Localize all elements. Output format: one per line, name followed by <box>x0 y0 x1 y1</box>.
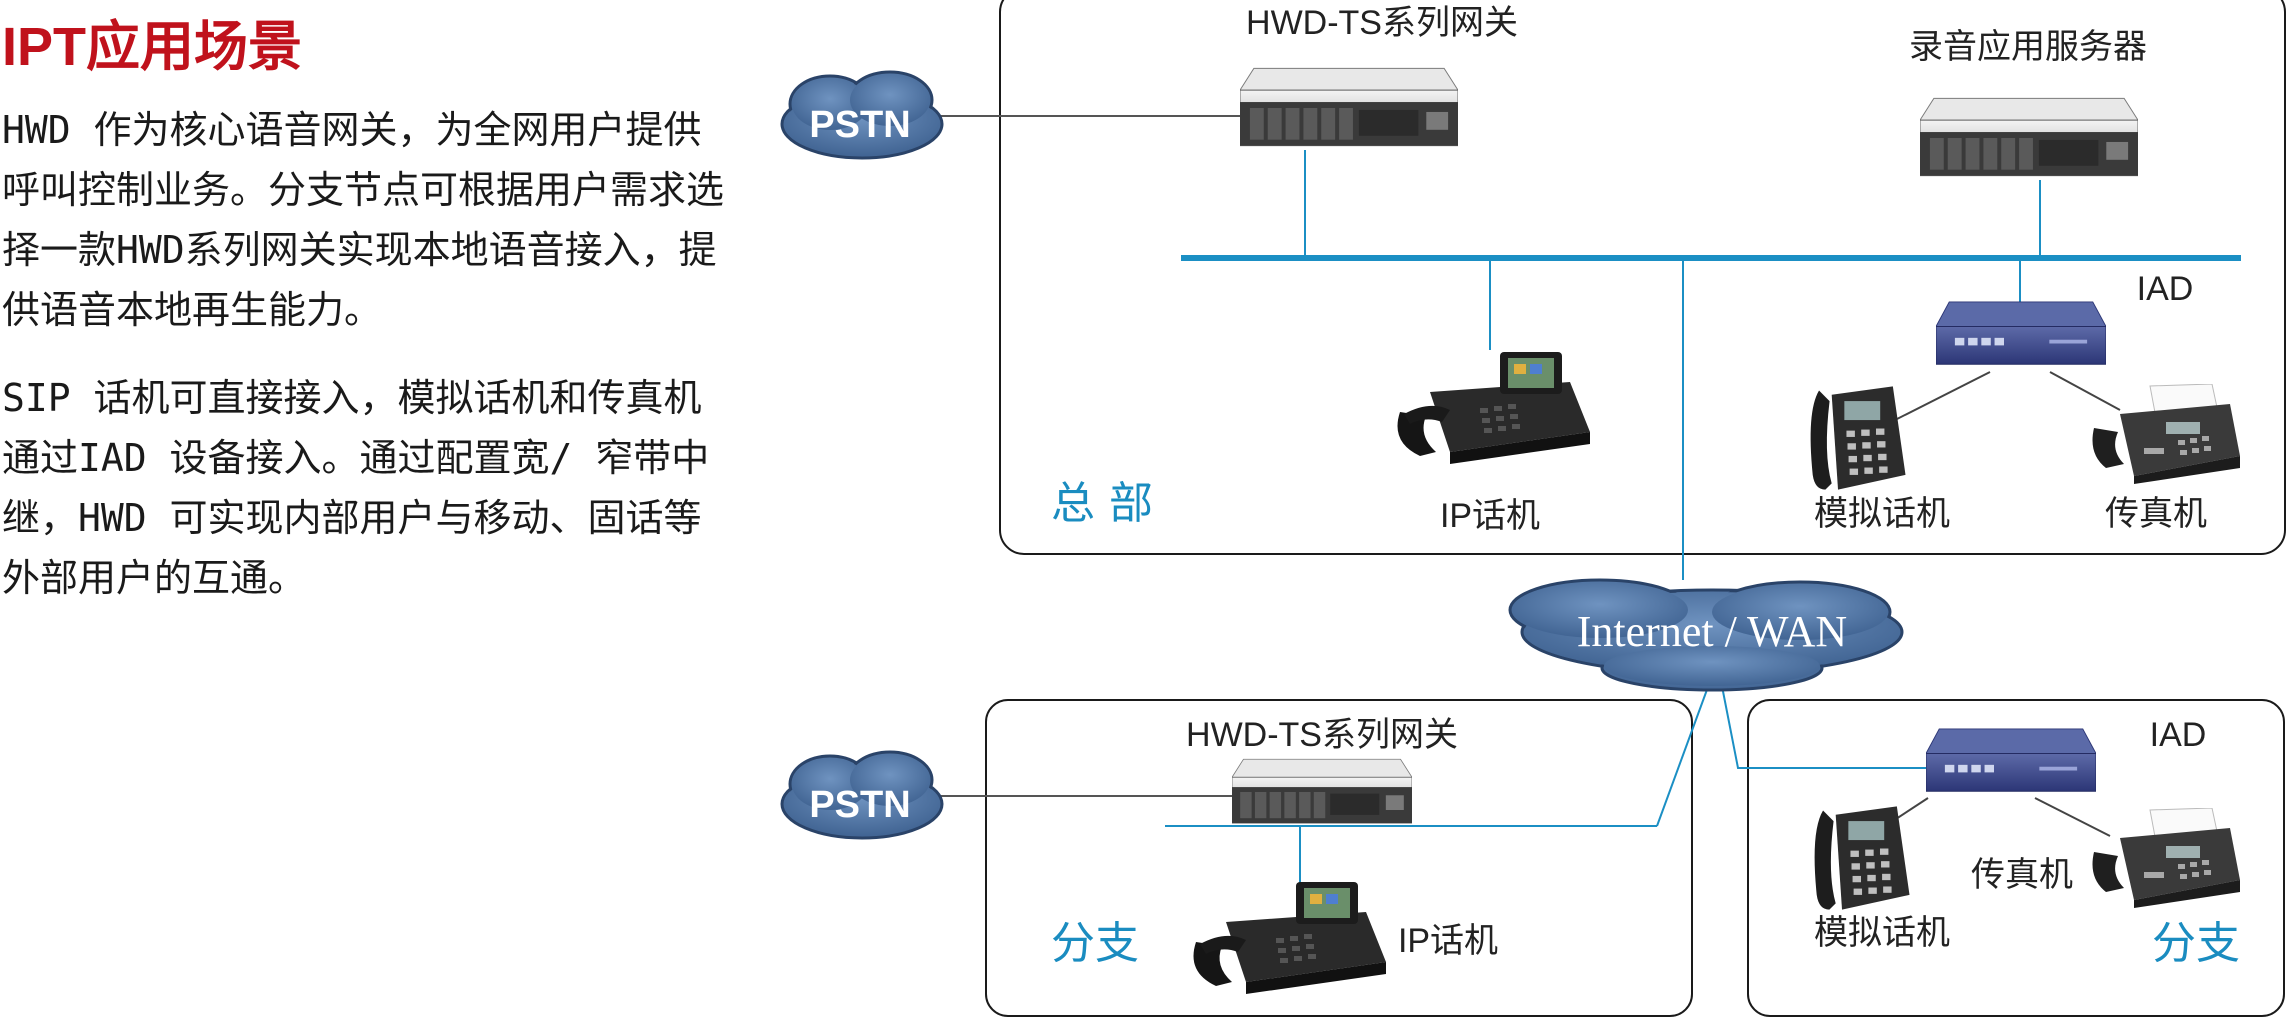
branch1-gateway-label: HWD-TS系列网关 <box>1186 716 1458 754</box>
internet-wan-cloud: Internet / WAN <box>1508 578 1904 692</box>
branch1-site-box <box>985 699 1693 1017</box>
pstn-branch-label: PSTN <box>809 784 910 826</box>
branch1-ip-phone-label: IP话机 <box>1398 922 1498 960</box>
hq-iad-fax-link <box>2049 371 2121 411</box>
branch2-iad-icon <box>1926 728 2096 792</box>
hq-analog-phone-label: 模拟话机 <box>1814 495 1950 533</box>
pstn-hq-label: PSTN <box>809 104 910 146</box>
pstn-cloud-hq: PSTN <box>780 70 944 160</box>
internet-wan-label: Internet / WAN <box>1577 607 1847 656</box>
hq-fax-label: 传真机 <box>2105 495 2207 533</box>
branch2-site-box <box>1747 699 2285 1017</box>
branch1-to-internet-link <box>1656 675 1713 827</box>
branch1-gateway-server-icon <box>1232 758 1412 824</box>
branch2-fax-icon <box>2092 808 2240 908</box>
hq-fax-icon <box>2092 384 2240 484</box>
hq-iad-analog-link <box>1894 371 1991 421</box>
hq-ip-phone-icon <box>1397 352 1590 464</box>
branch2-analog-phone-label: 模拟话机 <box>1814 914 1950 952</box>
branch1-ip-phone-icon <box>1193 882 1386 994</box>
hq-gateway-label: HWD-TS系列网关 <box>1246 4 1518 42</box>
hq-site-label: 总 部 <box>1051 478 1153 529</box>
hq-iad-label: IAD <box>2137 270 2194 308</box>
hq-recording-server-icon <box>1920 97 2138 177</box>
branch2-to-internet-link <box>1719 675 1926 769</box>
branch2-iad-fax-link <box>2034 797 2111 837</box>
description-paragraph-1: HWD 作为核心语音网关，为全网用户提供呼叫控制业务。分支节点可根据用户需求选择… <box>2 108 725 332</box>
branch1-site-label: 分支 <box>1051 918 1139 969</box>
hq-server-label: 录音应用服务器 <box>1909 28 2147 66</box>
branch2-site-label: 分支 <box>2152 918 2240 969</box>
hq-ip-phone-label: IP话机 <box>1440 497 1540 535</box>
hq-analog-phone-icon <box>1810 386 1906 490</box>
branch2-analog-phone-icon <box>1814 806 1910 910</box>
hq-iad-icon <box>1936 301 2106 365</box>
page-title: IPT应用场景 <box>2 17 303 77</box>
network-links <box>940 115 2241 888</box>
pstn-cloud-branch: PSTN <box>780 750 944 840</box>
hq-gateway-server-icon <box>1240 67 1458 147</box>
branch2-iad-label: IAD <box>2150 716 2207 754</box>
description-paragraph-2: SIP 话机可直接接入，模拟话机和传真机通过IAD 设备接入。通过配置宽/ 窄带… <box>2 376 710 600</box>
branch2-fax-label: 传真机 <box>1971 856 2073 894</box>
hq-site-box <box>999 0 2286 555</box>
